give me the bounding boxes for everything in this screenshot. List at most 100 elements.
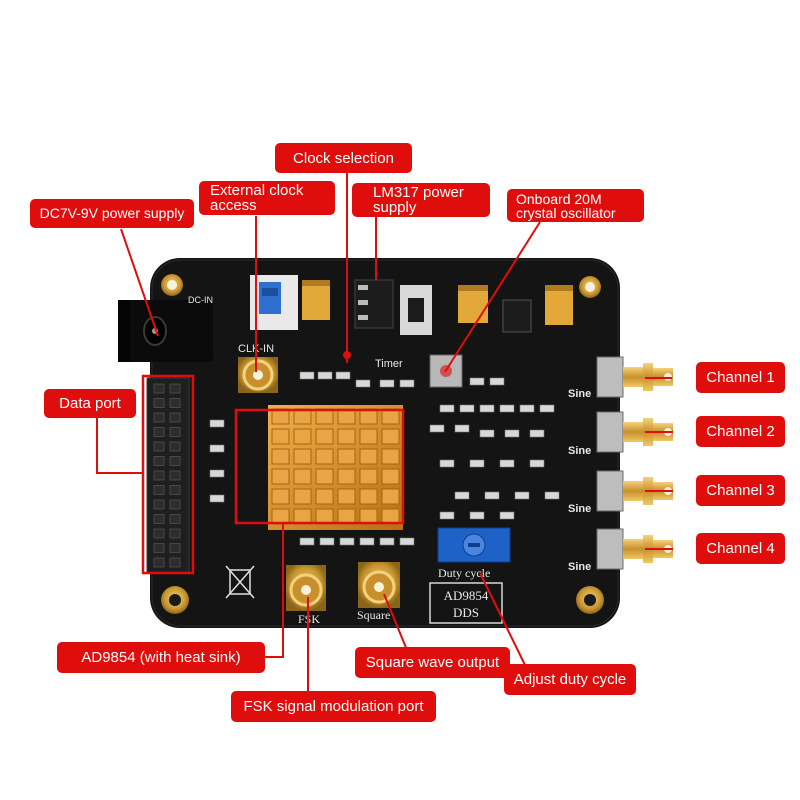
heat-sink-fin: [293, 448, 312, 465]
heat-sink-fin: [359, 488, 378, 505]
fsk-connector: [286, 565, 326, 611]
smd-component: [544, 491, 560, 500]
smd-component: [429, 424, 445, 433]
silk-sine-1: Sine: [568, 388, 591, 400]
smd-component: [479, 404, 495, 413]
smd-component: [479, 429, 495, 438]
smd-component: [209, 469, 225, 478]
smd-component: [209, 444, 225, 453]
header-pin: [153, 499, 165, 510]
callout-data-port: Data port: [44, 389, 136, 418]
clock-jumper: [250, 275, 298, 330]
smd-component: [209, 419, 225, 428]
smd-component: [539, 404, 555, 413]
heat-sink-fin: [381, 428, 400, 445]
heat-sink-fin: [337, 448, 356, 465]
silk-sine-3: Sine: [568, 503, 591, 515]
callout-channel-2: Channel 2: [696, 416, 785, 447]
header-pin: [153, 398, 165, 408]
dc-power-jack: [118, 300, 213, 362]
smd-component: [209, 494, 225, 503]
smd-component: [299, 537, 315, 546]
sma-mount: [596, 356, 624, 398]
callout-text: Channel 4: [706, 540, 775, 557]
sma-mount: [596, 411, 624, 453]
header-pin: [169, 383, 181, 394]
smd-component: [489, 377, 505, 386]
smd-component: [439, 459, 455, 468]
header-pin: [169, 398, 181, 408]
callout-channel-4: Channel 4: [696, 533, 785, 564]
smd-component: [499, 459, 515, 468]
heat-sink-fin: [359, 448, 378, 465]
callout-ad9854: AD9854 (with heat sink): [57, 642, 265, 673]
callout-fsk-port: FSK signal modulation port: [231, 691, 436, 722]
silk-sine-2: Sine: [568, 445, 591, 457]
smd-component: [454, 424, 470, 433]
smd-component: [399, 537, 415, 546]
smd-component: [529, 459, 545, 468]
smd-component: [514, 491, 530, 500]
smd-component: [317, 371, 333, 380]
silk-timer: Timer: [375, 358, 403, 370]
heat-sink-fin: [293, 488, 312, 505]
smd-component: [319, 537, 335, 546]
heat-sink-fin: [359, 468, 378, 485]
callout-text: FSK signal modulation port: [243, 698, 424, 715]
header-pin: [153, 427, 165, 437]
callout-text: Square wave output: [365, 654, 500, 671]
header-pin: [169, 485, 181, 495]
header-pin: [153, 528, 165, 539]
heat-sink-fin: [293, 428, 312, 445]
heat-sink-fin: [271, 468, 290, 485]
smd-component: [299, 371, 315, 380]
header-pin: [153, 383, 165, 394]
smd-component: [469, 377, 485, 386]
callout-text: Channel 3: [706, 482, 775, 499]
header-pin: [169, 528, 181, 539]
data-port-header: [146, 377, 190, 574]
callout-text: Clock selection: [293, 149, 394, 167]
sma-body: [623, 367, 643, 387]
callout-text-line-1: External clock: [210, 182, 304, 199]
heat-sink-fin: [381, 468, 400, 485]
sma-body: [623, 539, 643, 559]
header-pin: [153, 514, 165, 524]
sma-body: [623, 422, 643, 442]
smd-component: [335, 371, 351, 380]
weee-bin-icon: [225, 565, 255, 599]
callout-oscillator: Onboard 20M crystal oscillator: [507, 189, 644, 222]
callout-text-line-2: crystal oscillator: [516, 204, 616, 221]
header-pins: [153, 383, 181, 568]
sma-mount: [596, 528, 624, 570]
smd-component: [459, 404, 475, 413]
smd-component: [339, 537, 355, 546]
smd-component: [359, 537, 375, 546]
smd-components: [209, 371, 560, 546]
data-port-highlight-box: [141, 374, 195, 575]
smd-component: [379, 537, 395, 546]
duty-cycle-potentiometer: [437, 527, 511, 563]
callout-text: AD9854 (with heat sink): [81, 649, 241, 666]
clk-in-connector: [238, 357, 278, 393]
header-pin: [153, 456, 165, 466]
callout-text: Adjust duty cycle: [513, 671, 627, 688]
logo-line-2: DDS: [453, 605, 479, 620]
callout-dc-power: DC7V-9V power supply: [30, 199, 194, 228]
callout-channel-1: Channel 1: [696, 362, 785, 393]
callout-text: DC7V-9V power supply: [39, 205, 185, 221]
header-pin: [169, 557, 181, 568]
header-pin: [169, 514, 181, 524]
heat-sink-fin: [315, 428, 334, 445]
smd-component: [499, 404, 515, 413]
heat-sink-fin: [337, 488, 356, 505]
header-pin: [169, 499, 181, 510]
sma-body: [623, 481, 643, 501]
smd-component: [399, 379, 415, 388]
heat-sink-fin: [337, 468, 356, 485]
ad9854-highlight-box: [234, 408, 405, 525]
silk-sine-4: Sine: [568, 561, 591, 573]
leader-lines: [96, 170, 673, 703]
